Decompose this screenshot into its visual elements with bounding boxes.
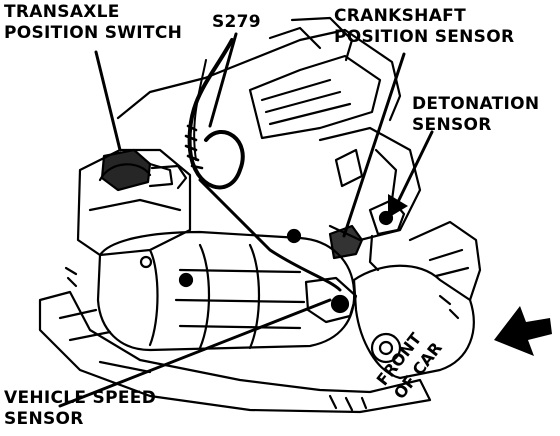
leader-vss — [58, 298, 332, 408]
vehicle-speed-sensor-label-line2: SENSOR — [4, 409, 84, 429]
axle-flange — [370, 332, 402, 364]
transaxle-switch-label-line1: TRANSAXLE — [4, 2, 120, 22]
s279-label: S279 — [212, 12, 261, 32]
leader-s279 — [208, 32, 238, 128]
cylinder-head — [318, 126, 422, 242]
switch-body — [100, 148, 152, 192]
oil-pan-base — [38, 290, 432, 414]
wire-harness — [187, 38, 245, 190]
detonation-sensor-label-line2: SENSOR — [412, 115, 492, 135]
front-arrow — [494, 306, 552, 356]
intake-runner — [290, 16, 354, 62]
crankshaft-sensor-label-line1: CRANKSHAFT — [334, 6, 466, 26]
transaxle-case — [96, 230, 356, 352]
transaxle-switch-label: TRANSAXLE POSITION SWITCH — [4, 2, 182, 44]
leader-detonation — [394, 130, 434, 208]
transaxle-switch-label-line2: POSITION SWITCH — [4, 23, 183, 43]
crankshaft-sensor-label: CRANKSHAFT POSITION SENSOR — [334, 6, 514, 48]
arrowhead-detonation — [388, 194, 408, 218]
valve-cover — [248, 54, 382, 140]
leader-crankshaft — [342, 52, 406, 238]
engine-top-outline — [116, 28, 402, 122]
leader-transaxle-switch — [94, 50, 122, 152]
detonation-sensor-label: DETONATION SENSOR — [412, 94, 539, 136]
crankshaft-sensor-label-line2: POSITION SENSOR — [334, 27, 515, 47]
bellhousing — [352, 264, 475, 380]
vehicle-speed-sensor-label: VEHICLE SPEED SENSOR — [4, 388, 156, 430]
vehicle-speed-sensor-label-line1: VEHICLE SPEED — [4, 388, 157, 408]
detonation-sensor-label-line1: DETONATION — [412, 94, 540, 114]
